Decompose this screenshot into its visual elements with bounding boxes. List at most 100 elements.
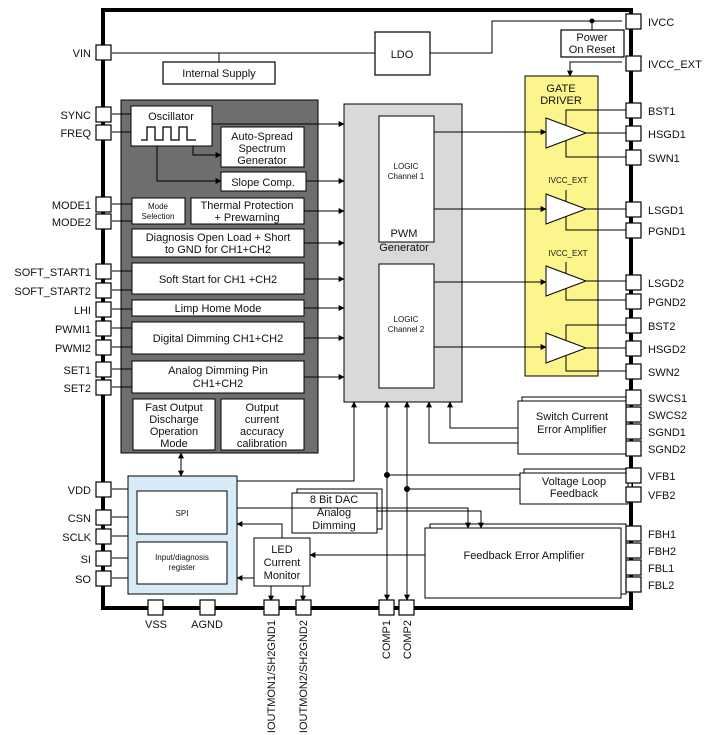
pin-soft-start2: SOFT_START2 xyxy=(14,286,91,298)
led-monitor-label-1: LED xyxy=(271,544,292,556)
bottom-pin-labels: VSS AGND IOUTMON1/SH2GND1 IOUTMON2/SH2GN… xyxy=(145,619,414,733)
pin-squares xyxy=(95,13,642,616)
supply-section: LDO Power On Reset Internal Supply xyxy=(112,18,625,85)
auto-spread-block xyxy=(220,126,305,168)
internal-supply-label: Internal Supply xyxy=(182,68,256,80)
io-register-block xyxy=(136,541,228,585)
pwm-generator-label-2: Generator xyxy=(379,242,429,254)
digital-dimming-block xyxy=(131,321,305,355)
output-calibration-block xyxy=(220,398,305,451)
fast-output-label-1: Fast Output xyxy=(145,402,202,414)
analog-dimming-label-2: CH1+CH2 xyxy=(193,378,243,390)
por-label-1: Power xyxy=(576,32,608,44)
thermal-label-2: + Prewarning xyxy=(214,212,279,224)
spi-label: SPI xyxy=(176,509,189,518)
feedback-error-amp: Feedback Error Amplifier xyxy=(424,523,627,599)
io-register-label-2: register xyxy=(169,563,196,572)
control-to-pwm-arrows xyxy=(212,121,345,380)
output-cal-label-4: calibration xyxy=(237,438,287,450)
spi-block xyxy=(136,490,228,535)
ivcc-ext-tag-2: IVCC_EXT xyxy=(548,249,587,258)
bottom-wiring xyxy=(178,397,628,602)
pin-vss: VSS xyxy=(145,619,167,631)
pin-fbl1: FBL1 xyxy=(648,563,674,575)
gate-driver-wiring xyxy=(434,62,628,372)
led-monitor-label-3: Monitor xyxy=(264,570,301,582)
pin-comp2: COMP2 xyxy=(402,620,414,659)
ivcc-ext-tag-1: IVCC_EXT xyxy=(548,176,587,185)
oscillator-label: Oscillator xyxy=(148,111,194,123)
logic-channel-2-block xyxy=(378,263,435,389)
pin-vin: VIN xyxy=(73,48,91,60)
auto-spread-label-2: Spectrum xyxy=(238,143,285,155)
left-pin-wiring xyxy=(112,113,132,579)
pin-vfb1: VFB1 xyxy=(648,471,676,483)
voltage-loop-label-1: Voltage Loop xyxy=(542,476,606,488)
pin-so: SO xyxy=(75,574,91,586)
dac-block: 8 Bit DAC Analog Dimming xyxy=(291,488,383,534)
diagnosis-label-2: to GND for CH1+CH2 xyxy=(165,244,271,256)
digital-dimming-label: Digital Dimming CH1+CH2 xyxy=(153,333,284,345)
output-cal-label-1: Output xyxy=(245,402,278,414)
dac-label-2: Analog xyxy=(317,507,351,519)
pin-hsgd1: HSGD1 xyxy=(648,129,686,141)
diagnosis-block xyxy=(131,228,305,258)
output-cal-label-3: accuracy xyxy=(240,426,285,438)
limp-home-label: Limp Home Mode xyxy=(175,303,262,315)
fast-output-discharge-block xyxy=(132,398,216,451)
pin-sync: SYNC xyxy=(60,110,91,122)
dac-label-3: Dimming xyxy=(312,520,355,532)
analog-dimming-label-1: Analog Dimming Pin xyxy=(168,365,268,377)
switch-amp-label-2: Error Amplifier xyxy=(537,424,607,436)
clock-wave-icon xyxy=(141,126,196,141)
voltage-loop-feedback: Voltage Loop Feedback xyxy=(519,468,633,505)
pin-fbl2: FBL2 xyxy=(648,580,674,592)
fast-output-label-2: Discharge xyxy=(149,414,199,426)
soft-start-label: Soft Start for CH1 +CH2 xyxy=(159,274,277,286)
pin-comp1: COMP1 xyxy=(381,620,393,659)
feedback-amp-label: Feedback Error Amplifier xyxy=(463,550,584,562)
pin-bst2: BST2 xyxy=(648,321,676,333)
pin-csn: CSN xyxy=(68,513,91,525)
pin-mode2: MODE2 xyxy=(52,217,91,229)
pin-sgnd1: SGND1 xyxy=(648,427,686,439)
pin-ioutmon1: IOUTMON1/SH2GND1 xyxy=(266,620,278,733)
dac-label-1: 8 Bit DAC xyxy=(310,494,358,506)
logic1-label-1: LOGIC xyxy=(394,162,419,171)
thermal-protection-block xyxy=(190,197,305,225)
gate-driver-label-2: DRIVER xyxy=(540,95,582,107)
slope-comp-label: Slope Comp. xyxy=(231,177,295,189)
control-blocks: Oscillator Auto-Spread Spectrum Generato… xyxy=(130,105,307,451)
logic-channel-1-block xyxy=(378,115,435,243)
thermal-label-1: Thermal Protection xyxy=(201,200,294,212)
pin-pwmi2: PWMI2 xyxy=(55,343,91,355)
pin-swn1: SWN1 xyxy=(648,153,680,165)
analog-dimming-pin-block xyxy=(131,360,305,394)
pin-fbh2: FBH2 xyxy=(648,546,676,558)
logic1-label-2: Channel 1 xyxy=(388,172,425,181)
left-pin-labels: VIN SYNC FREQ MODE1 MODE2 SOFT_START1 SO… xyxy=(14,48,91,586)
pin-sclk: SCLK xyxy=(62,532,91,544)
logic2-label-2: Channel 2 xyxy=(388,325,425,334)
pin-sgnd2: SGND2 xyxy=(648,444,686,456)
pin-lsgd1: LSGD1 xyxy=(648,205,684,217)
pin-swcs1: SWCS1 xyxy=(648,393,687,405)
pin-freq: FREQ xyxy=(60,128,91,140)
pin-pwmi1: PWMI1 xyxy=(55,324,91,336)
output-cal-label-2: current xyxy=(245,414,279,426)
pin-pgnd1: PGND1 xyxy=(648,226,686,238)
voltage-loop-label-2: Feedback xyxy=(550,488,599,500)
pin-swcs2: SWCS2 xyxy=(648,410,687,422)
pin-swn2: SWN2 xyxy=(648,367,680,379)
pwm-generator-label-1: PWM xyxy=(391,228,418,240)
right-pin-labels: IVCC IVCC_EXT BST1 HSGD1 SWN1 LSGD1 PGND… xyxy=(648,17,702,592)
ldo-block xyxy=(374,31,431,76)
auto-spread-label-3: Generator xyxy=(237,155,287,167)
switch-amp-label-1: Switch Current xyxy=(536,411,608,423)
pin-ivcc: IVCC xyxy=(648,17,674,29)
gate-driver-label-1: GATE xyxy=(546,83,575,95)
pin-pgnd2: PGND2 xyxy=(648,297,686,309)
auto-spread-label-1: Auto-Spread xyxy=(231,131,293,143)
pin-mode1: MODE1 xyxy=(52,200,91,212)
